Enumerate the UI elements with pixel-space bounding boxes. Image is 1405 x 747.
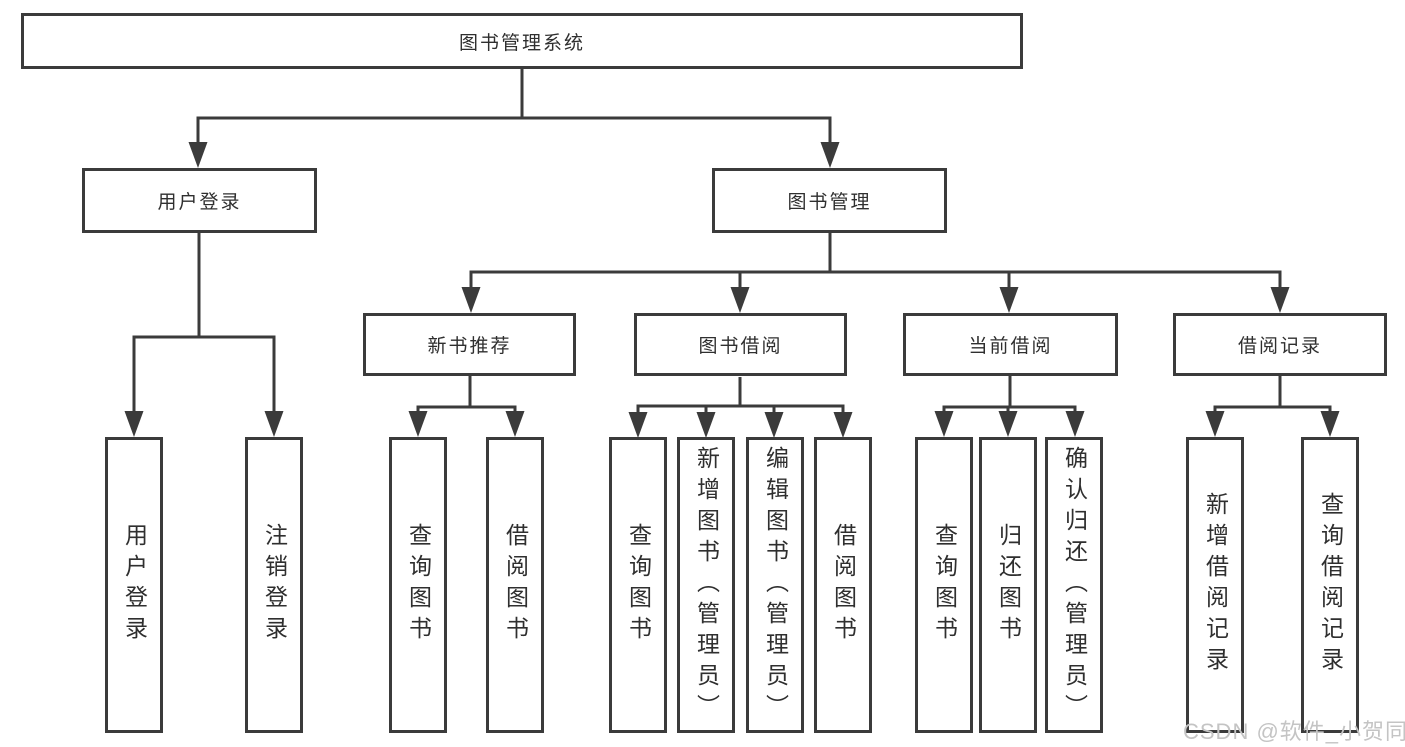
- leaf-add-books-admin: 新增图书（管理员）: [677, 437, 735, 733]
- node-borrow-records-label: 借阅记录: [1237, 336, 1322, 357]
- connector-book-mgmt-to-level3: [461, 233, 1290, 313]
- leaf-add-books-admin-label: 新增图书（管理员）: [693, 445, 720, 725]
- node-system-root-label: 图书管理系统: [458, 32, 585, 54]
- leaf-query-books-borrow-label: 查询图书: [625, 523, 652, 647]
- leaf-query-borrow-record-label: 查询借阅记录: [1317, 492, 1344, 678]
- node-current-borrow: 当前借阅: [903, 313, 1118, 376]
- leaf-query-books-rec: 查询图书: [389, 437, 447, 733]
- leaf-edit-books-admin-label: 编辑图书（管理员）: [762, 445, 789, 725]
- node-user-login: 用户登录: [82, 168, 317, 233]
- leaf-query-books-current-label: 查询图书: [931, 523, 958, 647]
- connector-borrow-records-children: [1205, 375, 1340, 437]
- leaf-query-books-borrow: 查询图书: [609, 437, 667, 733]
- leaf-query-borrow-record: 查询借阅记录: [1301, 437, 1359, 733]
- node-current-borrow-label: 当前借阅: [968, 336, 1053, 357]
- connector-book-borrow-children: [628, 377, 853, 438]
- node-book-mgmt-label: 图书管理: [787, 192, 872, 213]
- leaf-logout-label: 注销登录: [261, 523, 288, 647]
- leaf-confirm-return-admin: 确认归还（管理员）: [1045, 437, 1103, 733]
- node-borrow-records: 借阅记录: [1173, 313, 1387, 376]
- leaf-user-login-label: 用户登录: [121, 523, 148, 647]
- connector-root-to-level2: [188, 69, 840, 168]
- leaf-borrow-books-rec-label: 借阅图书: [502, 523, 529, 647]
- leaf-borrow-books: 借阅图书: [814, 437, 872, 733]
- leaf-query-books-current: 查询图书: [915, 437, 973, 733]
- csdn-watermark: CSDN @软件_小贺同学: [1183, 719, 1405, 744]
- connector-new-book-children: [408, 376, 525, 437]
- leaf-confirm-return-admin-label: 确认归还（管理员）: [1061, 445, 1088, 725]
- leaf-return-books-label: 归还图书: [995, 523, 1022, 647]
- node-new-book-rec-label: 新书推荐: [427, 336, 512, 357]
- leaf-borrow-books-rec: 借阅图书: [486, 437, 544, 733]
- leaf-add-borrow-record: 新增借阅记录: [1186, 437, 1244, 733]
- node-new-book-rec: 新书推荐: [363, 313, 576, 376]
- leaf-edit-books-admin: 编辑图书（管理员）: [746, 437, 804, 733]
- leaf-return-books: 归还图书: [979, 437, 1037, 733]
- leaf-logout: 注销登录: [245, 437, 303, 733]
- node-system-root: 图书管理系统: [21, 13, 1023, 69]
- node-user-login-label: 用户登录: [157, 192, 242, 213]
- node-book-borrow: 图书借阅: [634, 313, 847, 376]
- node-book-mgmt: 图书管理: [712, 168, 947, 233]
- node-book-borrow-label: 图书借阅: [698, 336, 783, 357]
- leaf-borrow-books-label: 借阅图书: [830, 523, 857, 647]
- leaf-query-books-rec-label: 查询图书: [405, 523, 432, 647]
- connector-user-login-children: [124, 233, 284, 437]
- connector-current-borrow-children: [934, 375, 1085, 437]
- leaf-add-borrow-record-label: 新增借阅记录: [1202, 492, 1229, 678]
- leaf-user-login: 用户登录: [105, 437, 163, 733]
